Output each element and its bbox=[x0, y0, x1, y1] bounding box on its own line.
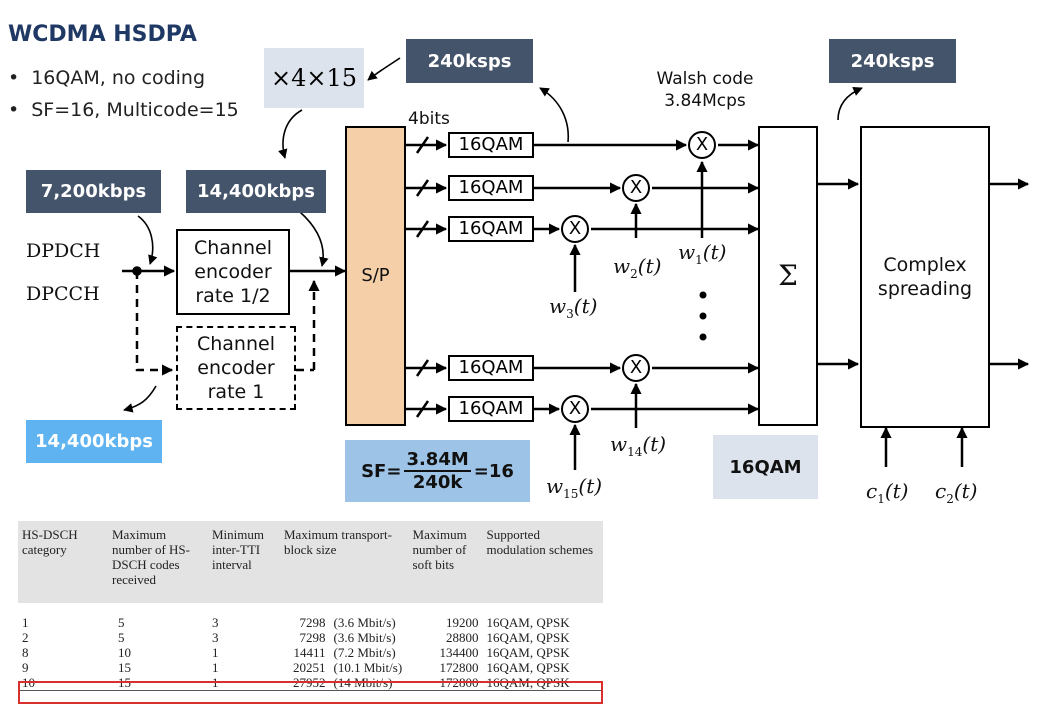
table-cell: 2 bbox=[22, 630, 29, 645]
walsh-code-rate: 3.84Mcps bbox=[664, 91, 746, 111]
qam-mapper: 16QAM bbox=[448, 355, 534, 381]
table-cell: 16QAM, QPSK bbox=[486, 660, 570, 675]
bullet-item: SF=16, Multicode=15 bbox=[6, 94, 239, 126]
table-cell: 16QAM, QPSK bbox=[486, 630, 570, 645]
table-cell: (10.1 Mbit/s) bbox=[333, 660, 403, 675]
table-cell: 1 bbox=[22, 615, 29, 630]
rate-tag-14400-light: 14,400kbps bbox=[26, 420, 162, 463]
table-cell: (7.2 Mbit/s) bbox=[333, 645, 396, 660]
table-row: 1 5 3 7298 (3.6 Mbit/s) 19200 16QAM, QPS… bbox=[18, 603, 603, 630]
walsh-label-w14: w14(t) bbox=[610, 432, 667, 459]
code-label-c1: c1(t) bbox=[866, 479, 909, 506]
table-header-row: HS-DSCH category Maximum number of HS-DS… bbox=[18, 521, 603, 603]
qam-mapper: 16QAM bbox=[448, 175, 534, 201]
page-title: WCDMA HSDPA bbox=[8, 22, 197, 47]
table-cell: 3 bbox=[212, 615, 219, 630]
table-cell: 1 bbox=[212, 645, 219, 660]
channel-encoder-rate-half: Channel encoder rate 1/2 bbox=[176, 229, 290, 315]
table-cell: 9 bbox=[22, 660, 29, 675]
table-header: Minimum inter-TTI interval bbox=[208, 521, 280, 603]
sf-fraction: 3.84M 240k bbox=[404, 449, 471, 493]
category-10-highlight bbox=[18, 681, 603, 704]
table-cell: (3.6 Mbit/s) bbox=[333, 630, 396, 645]
multiplier-node: X bbox=[622, 354, 650, 382]
walsh-label-w1: w1(t) bbox=[678, 240, 727, 267]
dpdch-label: DPDCH bbox=[26, 240, 101, 262]
rate-tag-240ksps: 240ksps bbox=[406, 39, 533, 83]
rate-tag-7200: 7,200kbps bbox=[26, 170, 161, 213]
table-cell: 28800 bbox=[446, 630, 479, 645]
table-row: 8 10 1 14411 (7.2 Mbit/s) 134400 16QAM, … bbox=[18, 645, 603, 660]
serial-to-parallel-block: S/P bbox=[345, 126, 406, 426]
multiplier-node: X bbox=[561, 215, 589, 243]
multiplier-node: X bbox=[561, 395, 589, 423]
walsh-code-title: Walsh code bbox=[656, 69, 754, 89]
sf-numerator: 3.84M bbox=[404, 449, 471, 472]
bits-label: 4bits bbox=[408, 109, 450, 129]
sf-prefix: SF= bbox=[361, 460, 402, 482]
dpcch-label: DPCCH bbox=[26, 283, 100, 305]
table-cell: 134400 bbox=[439, 645, 479, 660]
table-cell: 5 bbox=[118, 615, 125, 630]
table-header: Maximum number of soft bits bbox=[408, 521, 483, 603]
table-row: 2 5 3 7298 (3.6 Mbit/s) 28800 16QAM, QPS… bbox=[18, 630, 603, 645]
bullet-list: 16QAM, no coding SF=16, Multicode=15 bbox=[6, 62, 239, 126]
qam-mapper: 16QAM bbox=[448, 396, 534, 422]
table-cell: 7298 bbox=[299, 615, 326, 630]
table-cell: 172800 bbox=[439, 660, 479, 675]
table-header: Supported modulation schemes bbox=[482, 521, 603, 603]
walsh-label-w15: w15(t) bbox=[546, 474, 603, 501]
walsh-label-w2: w2(t) bbox=[613, 254, 662, 281]
table-cell: 1 bbox=[212, 660, 219, 675]
table-cell: 3 bbox=[212, 630, 219, 645]
spreading-factor-formula: SF= 3.84M 240k =16 bbox=[345, 440, 530, 502]
walsh-label-w3: w3(t) bbox=[549, 294, 598, 321]
table-cell: 19200 bbox=[446, 615, 479, 630]
table-header: Maximum transport-block size bbox=[280, 521, 409, 603]
table-cell: 15 bbox=[118, 660, 131, 675]
table-cell: 14411 bbox=[293, 645, 326, 660]
table-cell: 10 bbox=[118, 645, 131, 660]
qam-mapper: 16QAM bbox=[448, 132, 534, 158]
walsh-code-label: Walsh code 3.84Mcps bbox=[640, 68, 770, 112]
table-header: Maximum number of HS-DSCH codes received bbox=[108, 521, 208, 603]
hsdsch-category-table: HS-DSCH category Maximum number of HS-DS… bbox=[18, 521, 603, 691]
table-cell: 16QAM, QPSK bbox=[486, 615, 570, 630]
rate-tag-14400: 14,400kbps bbox=[186, 170, 326, 213]
table-cell: 16QAM, QPSK bbox=[486, 645, 570, 660]
code-label-c2: c2(t) bbox=[935, 479, 978, 506]
rate-tag-240ksps: 240ksps bbox=[829, 39, 956, 83]
sum-block: Σ bbox=[758, 126, 818, 426]
qam-tag: 16QAM bbox=[713, 435, 818, 499]
bullet-item: 16QAM, no coding bbox=[6, 62, 239, 94]
channel-encoder-rate-one: Channel encoder rate 1 bbox=[176, 326, 296, 410]
table-cell: 8 bbox=[22, 645, 29, 660]
qam-mapper: 16QAM bbox=[448, 216, 534, 242]
complex-spreading-block: Complex spreading bbox=[860, 126, 990, 428]
table-row: 9 15 1 20251 (10.1 Mbit/s) 172800 16QAM,… bbox=[18, 660, 603, 675]
table-cell: 7298 bbox=[299, 630, 326, 645]
multiplier-label: ×4×15 bbox=[264, 48, 364, 108]
multiplier-node: X bbox=[688, 131, 716, 159]
table-cell: (3.6 Mbit/s) bbox=[333, 615, 396, 630]
table-cell: 20251 bbox=[293, 660, 326, 675]
sf-result: =16 bbox=[473, 460, 514, 482]
table-cell: 5 bbox=[118, 630, 125, 645]
sf-denominator: 240k bbox=[412, 472, 463, 493]
table-header: HS-DSCH category bbox=[18, 521, 108, 603]
multiplier-node: X bbox=[622, 174, 650, 202]
